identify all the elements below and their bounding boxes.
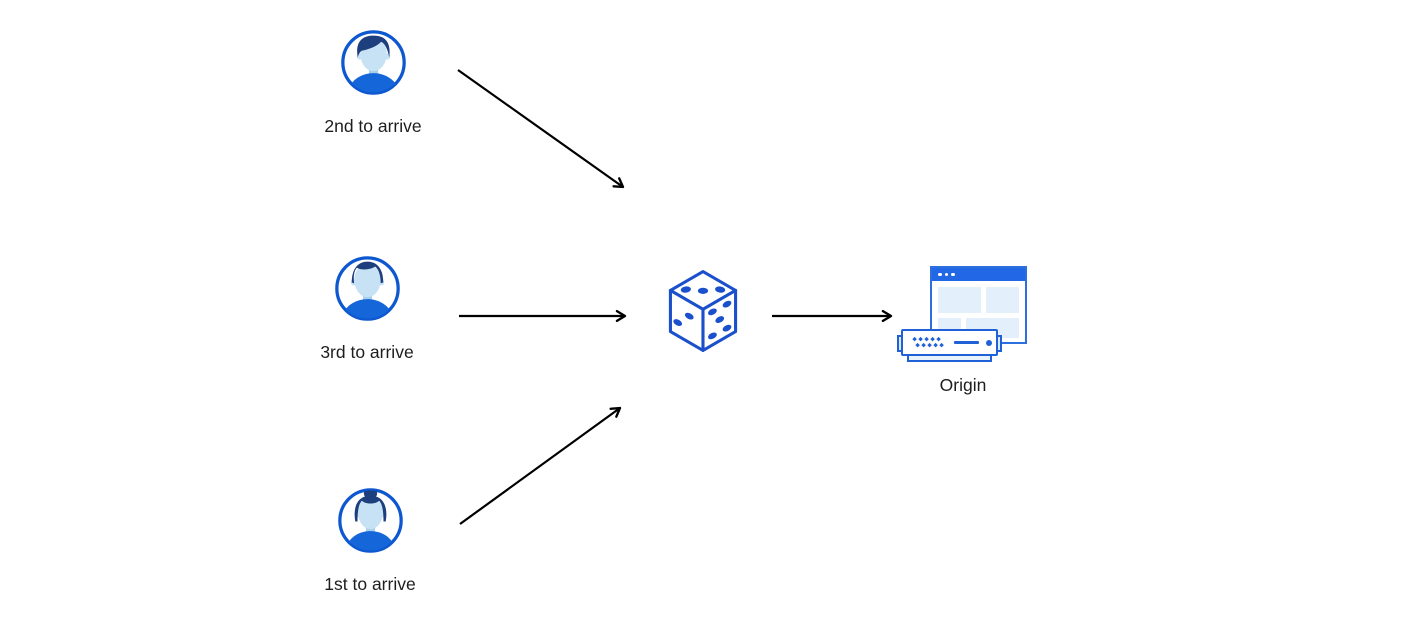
- randomizer-node: [667, 268, 739, 354]
- content-panel: [938, 287, 981, 313]
- user-label-2nd-to-arrive: 2nd to arrive: [324, 116, 422, 136]
- server-vent-dots: [912, 336, 944, 348]
- user-label-1st-to-arrive: 1st to arrive: [324, 574, 416, 594]
- server-led-dot: [986, 339, 992, 346]
- server-icon: [901, 329, 998, 356]
- user-node-1st-to-arrive: 1st to arrive: [295, 487, 445, 594]
- dice-icon: [668, 270, 738, 352]
- arrow-2nd-user-to-dice: [457, 69, 625, 189]
- user-avatar-man-swept-hair-icon: [340, 30, 406, 95]
- user-label-3rd-to-arrive: 3rd to arrive: [320, 342, 414, 362]
- user-node-2nd-to-arrive: 2nd to arrive: [298, 29, 448, 136]
- user-node-3rd-to-arrive: 3rd to arrive: [292, 255, 442, 362]
- user-avatar-man-short-hair-icon: [334, 256, 400, 321]
- browser-titlebar: [932, 268, 1025, 281]
- titlebar-dot: [944, 272, 949, 277]
- titlebar-dot: [951, 272, 955, 277]
- origin-label: Origin: [939, 375, 987, 395]
- titlebar-dot: [938, 272, 942, 277]
- arrow-1st-user-to-dice: [459, 406, 622, 525]
- origin-node: Origin: [897, 264, 1029, 404]
- content-panel: [986, 287, 1019, 313]
- server-status-line: [954, 341, 979, 344]
- user-avatar-woman-bun-icon: [337, 488, 403, 553]
